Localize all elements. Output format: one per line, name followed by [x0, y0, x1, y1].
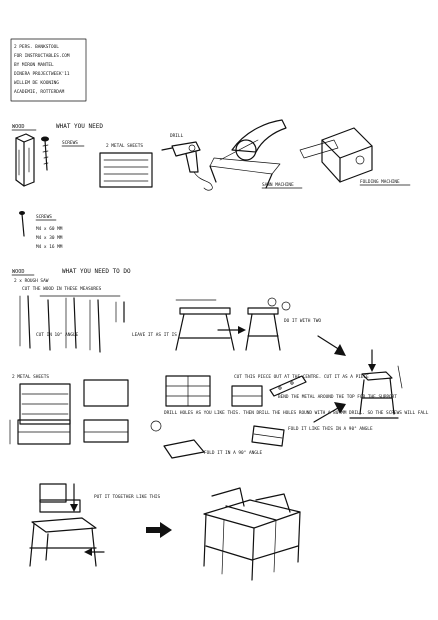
wood-pieces-diagram — [19, 295, 125, 353]
what-you-need-heading: WHAT YOU NEED — [56, 123, 103, 130]
title-line-5: WILLEM DE KOONING — [14, 80, 59, 86]
stool-side-view — [175, 299, 235, 351]
cut-this-note: CUT THIS PIECE OUT AT THE CENTRE. CUT IT… — [234, 374, 369, 380]
folding-machine-label: FOLDING MACHINE — [360, 179, 400, 185]
do-it-note: DO IT WITH TWO — [284, 318, 321, 324]
cut-angle-note: CUT IN 10° ANGLE — [36, 332, 79, 338]
perforated-sheet-diagram — [150, 375, 211, 432]
bend-note: BEND THE METAL AROUND THE TOP FOR THE SU… — [278, 394, 397, 400]
metal-sheet-icon — [99, 152, 153, 188]
metal-sheet-cut-diagram — [9, 379, 129, 445]
leave-note: LEAVE IT AS IT IS — [132, 332, 177, 338]
title-line-4: DINERA PROJECTWEEK'11 — [14, 71, 70, 77]
arrow-right-icon — [217, 326, 246, 334]
finished-bench-drawing — [203, 487, 301, 581]
big-arrow-right-icon — [146, 522, 172, 538]
what-you-need-to-do-heading: WHAT YOU NEED TO DO — [62, 268, 131, 275]
title-line-2: FOR INSTRUCTABLES.COM — [14, 53, 70, 59]
title-line-6: ACADEMIE, ROTTERDAM — [14, 89, 65, 95]
metal-sheets-label: 2 METAL SHEETS — [106, 143, 143, 149]
finished-stool-drawing — [349, 349, 403, 419]
fold-angle-note: FOLD IT IN A 90° ANGLE — [204, 450, 263, 456]
exploded-bench-drawing — [29, 483, 105, 567]
screw-size-2: M4 x 30 MM — [36, 235, 63, 241]
arrow-to-stool-lower-icon — [313, 402, 346, 423]
screw-size-1: M4 x 60 MM — [36, 226, 63, 232]
screw-small-icon — [19, 211, 25, 237]
drill-icon — [161, 141, 213, 191]
drill-holes-note: DRILL HOLES AS YOU LIKE THIS. THEN DRILL… — [164, 410, 429, 416]
title-box: 2 PERS. BANKSTOOL FOR INSTRUCTABLES.COM … — [10, 38, 87, 102]
wood-block-icon — [15, 133, 35, 187]
title-line-1: 2 PERS. BANKSTOOL — [14, 44, 59, 50]
drill-label: DRILL — [170, 133, 184, 139]
what-you-need-section: WOOD WHAT YOU NEED SCREWS 2 METAL SHEETS — [11, 119, 411, 250]
put-together-note: PUT IT TOGETHER LIKE THIS — [94, 494, 160, 500]
saw-machine-icon — [209, 119, 287, 189]
arrow-to-stool-icon — [317, 335, 346, 356]
bent-strip-diagram — [269, 375, 307, 397]
steps-wood-label: WOOD — [12, 269, 25, 275]
steps-metal-sheets-label: 2 METAL SHEETS — [12, 374, 49, 380]
screw-size-3: M4 x 16 MM — [36, 244, 63, 250]
folding-machine-icon — [299, 127, 373, 183]
fold-like-note: FOLD IT LIKE THIS IN A 90° ANGLE — [288, 426, 373, 432]
what-you-need-to-do-section: WOOD WHAT YOU NEED TO DO 2 x ROUGH SAW C… — [9, 268, 429, 581]
cut-piece-diagram — [231, 385, 263, 407]
wood-label: WOOD — [12, 124, 25, 130]
screws-list-title: SCREWS — [36, 214, 52, 220]
rough-saw-label: 2 x ROUGH SAW — [14, 278, 49, 284]
saw-machine-label: SAWN MACHINE — [262, 182, 294, 188]
cut-instruction: CUT THE WOOD IN THESE MEASURES — [22, 286, 102, 292]
screw-icon — [41, 136, 49, 171]
screws-label: SCREWS — [62, 140, 78, 146]
folded-sheet-diagram — [163, 425, 285, 459]
title-line-3: BY MIRON MANTEL — [14, 62, 54, 68]
stool-front-view — [245, 297, 291, 351]
